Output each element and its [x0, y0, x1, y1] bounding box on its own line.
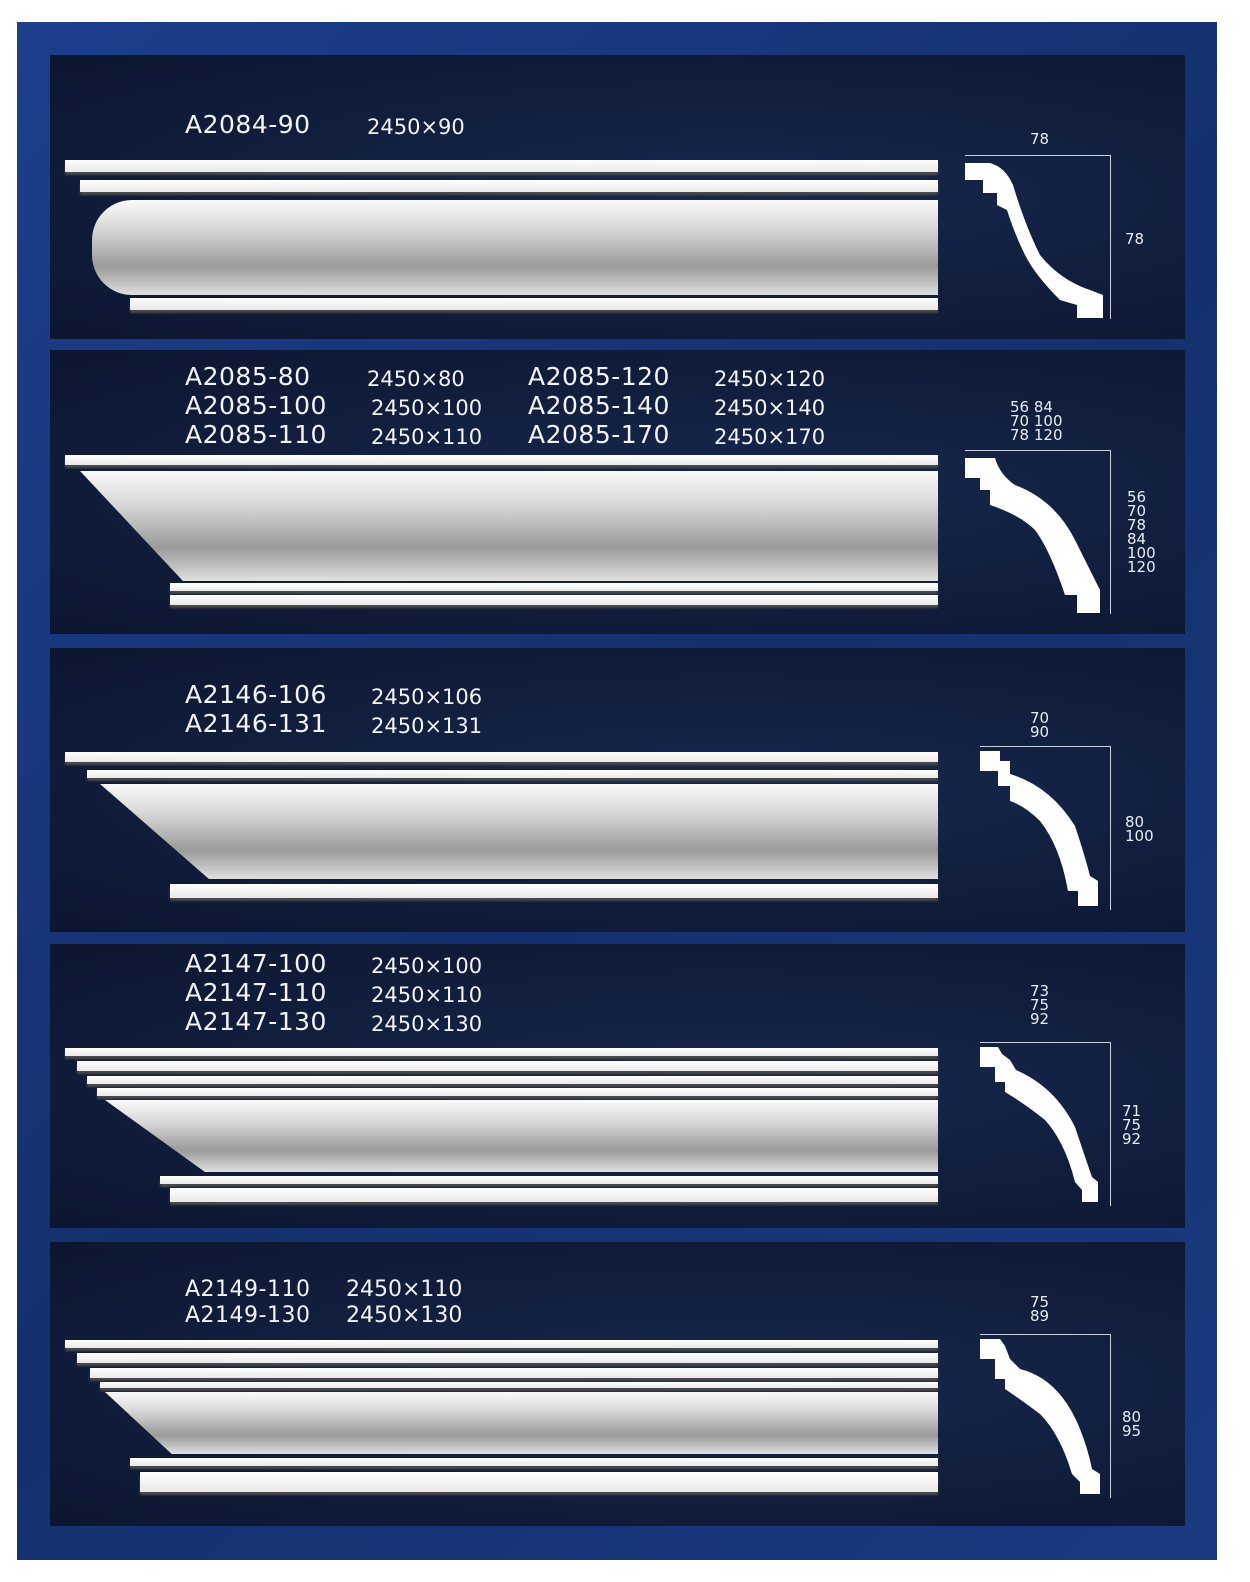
model-size: 2450×170 — [714, 425, 826, 449]
model-size: 2450×110 — [371, 425, 483, 449]
model-code: A2149-130 — [185, 1303, 311, 1328]
model-code: A2085-140 — [528, 391, 670, 420]
model-size: 2450×131 — [371, 714, 483, 738]
model-size: 2450×130 — [346, 1303, 463, 1328]
model-code: A2085-170 — [528, 420, 670, 449]
molding-image — [65, 1340, 938, 1500]
side-dimension: 78 — [1125, 230, 1145, 248]
model-code: A2147-130 — [185, 1007, 327, 1036]
product-panel-a2147: A2147-100 2450×100 A2147-110 2450×110 A2… — [50, 944, 1185, 1228]
model-size: 2450×90 — [367, 115, 465, 139]
model-code: A2146-106 — [185, 680, 327, 709]
model-size: 2450×120 — [714, 367, 826, 391]
model-code: A2085-120 — [528, 362, 670, 391]
model-size: 2450×110 — [371, 983, 483, 1007]
model-code: A2085-80 — [185, 362, 311, 391]
model-code: A2147-110 — [185, 978, 327, 1007]
top-dimension: 78 — [1030, 130, 1050, 148]
product-panel-a2149: A2149-110 2450×110 A2149-130 2450×130 75… — [50, 1242, 1185, 1526]
product-panel-a2084: A2084-90 2450×90 78 78 — [50, 55, 1185, 339]
molding-image — [65, 1048, 938, 1208]
model-size: 2450×106 — [371, 685, 483, 709]
model-code: A2146-131 — [185, 709, 327, 738]
model-code: A2085-100 — [185, 391, 327, 420]
model-code: A2085-110 — [185, 420, 327, 449]
molding-image — [65, 160, 938, 320]
model-size: 2450×140 — [714, 396, 826, 420]
model-code: A2147-100 — [185, 949, 327, 978]
model-size: 2450×110 — [346, 1277, 463, 1302]
molding-image — [65, 455, 938, 610]
model-size: 2450×130 — [371, 1012, 483, 1036]
product-panel-a2085: A2085-80 2450×80 A2085-100 2450×100 A208… — [50, 350, 1185, 634]
catalog-frame: A2084-90 2450×90 78 78 A2085-80 2450×80 … — [17, 22, 1217, 1560]
model-code: A2149-110 — [185, 1277, 311, 1302]
model-size: 2450×80 — [367, 367, 465, 391]
model-size: 2450×100 — [371, 954, 483, 978]
model-code: A2084-90 — [185, 110, 311, 139]
product-panel-a2146: A2146-106 2450×106 A2146-131 2450×131 70… — [50, 648, 1185, 932]
molding-image — [65, 752, 938, 907]
model-size: 2450×100 — [371, 396, 483, 420]
